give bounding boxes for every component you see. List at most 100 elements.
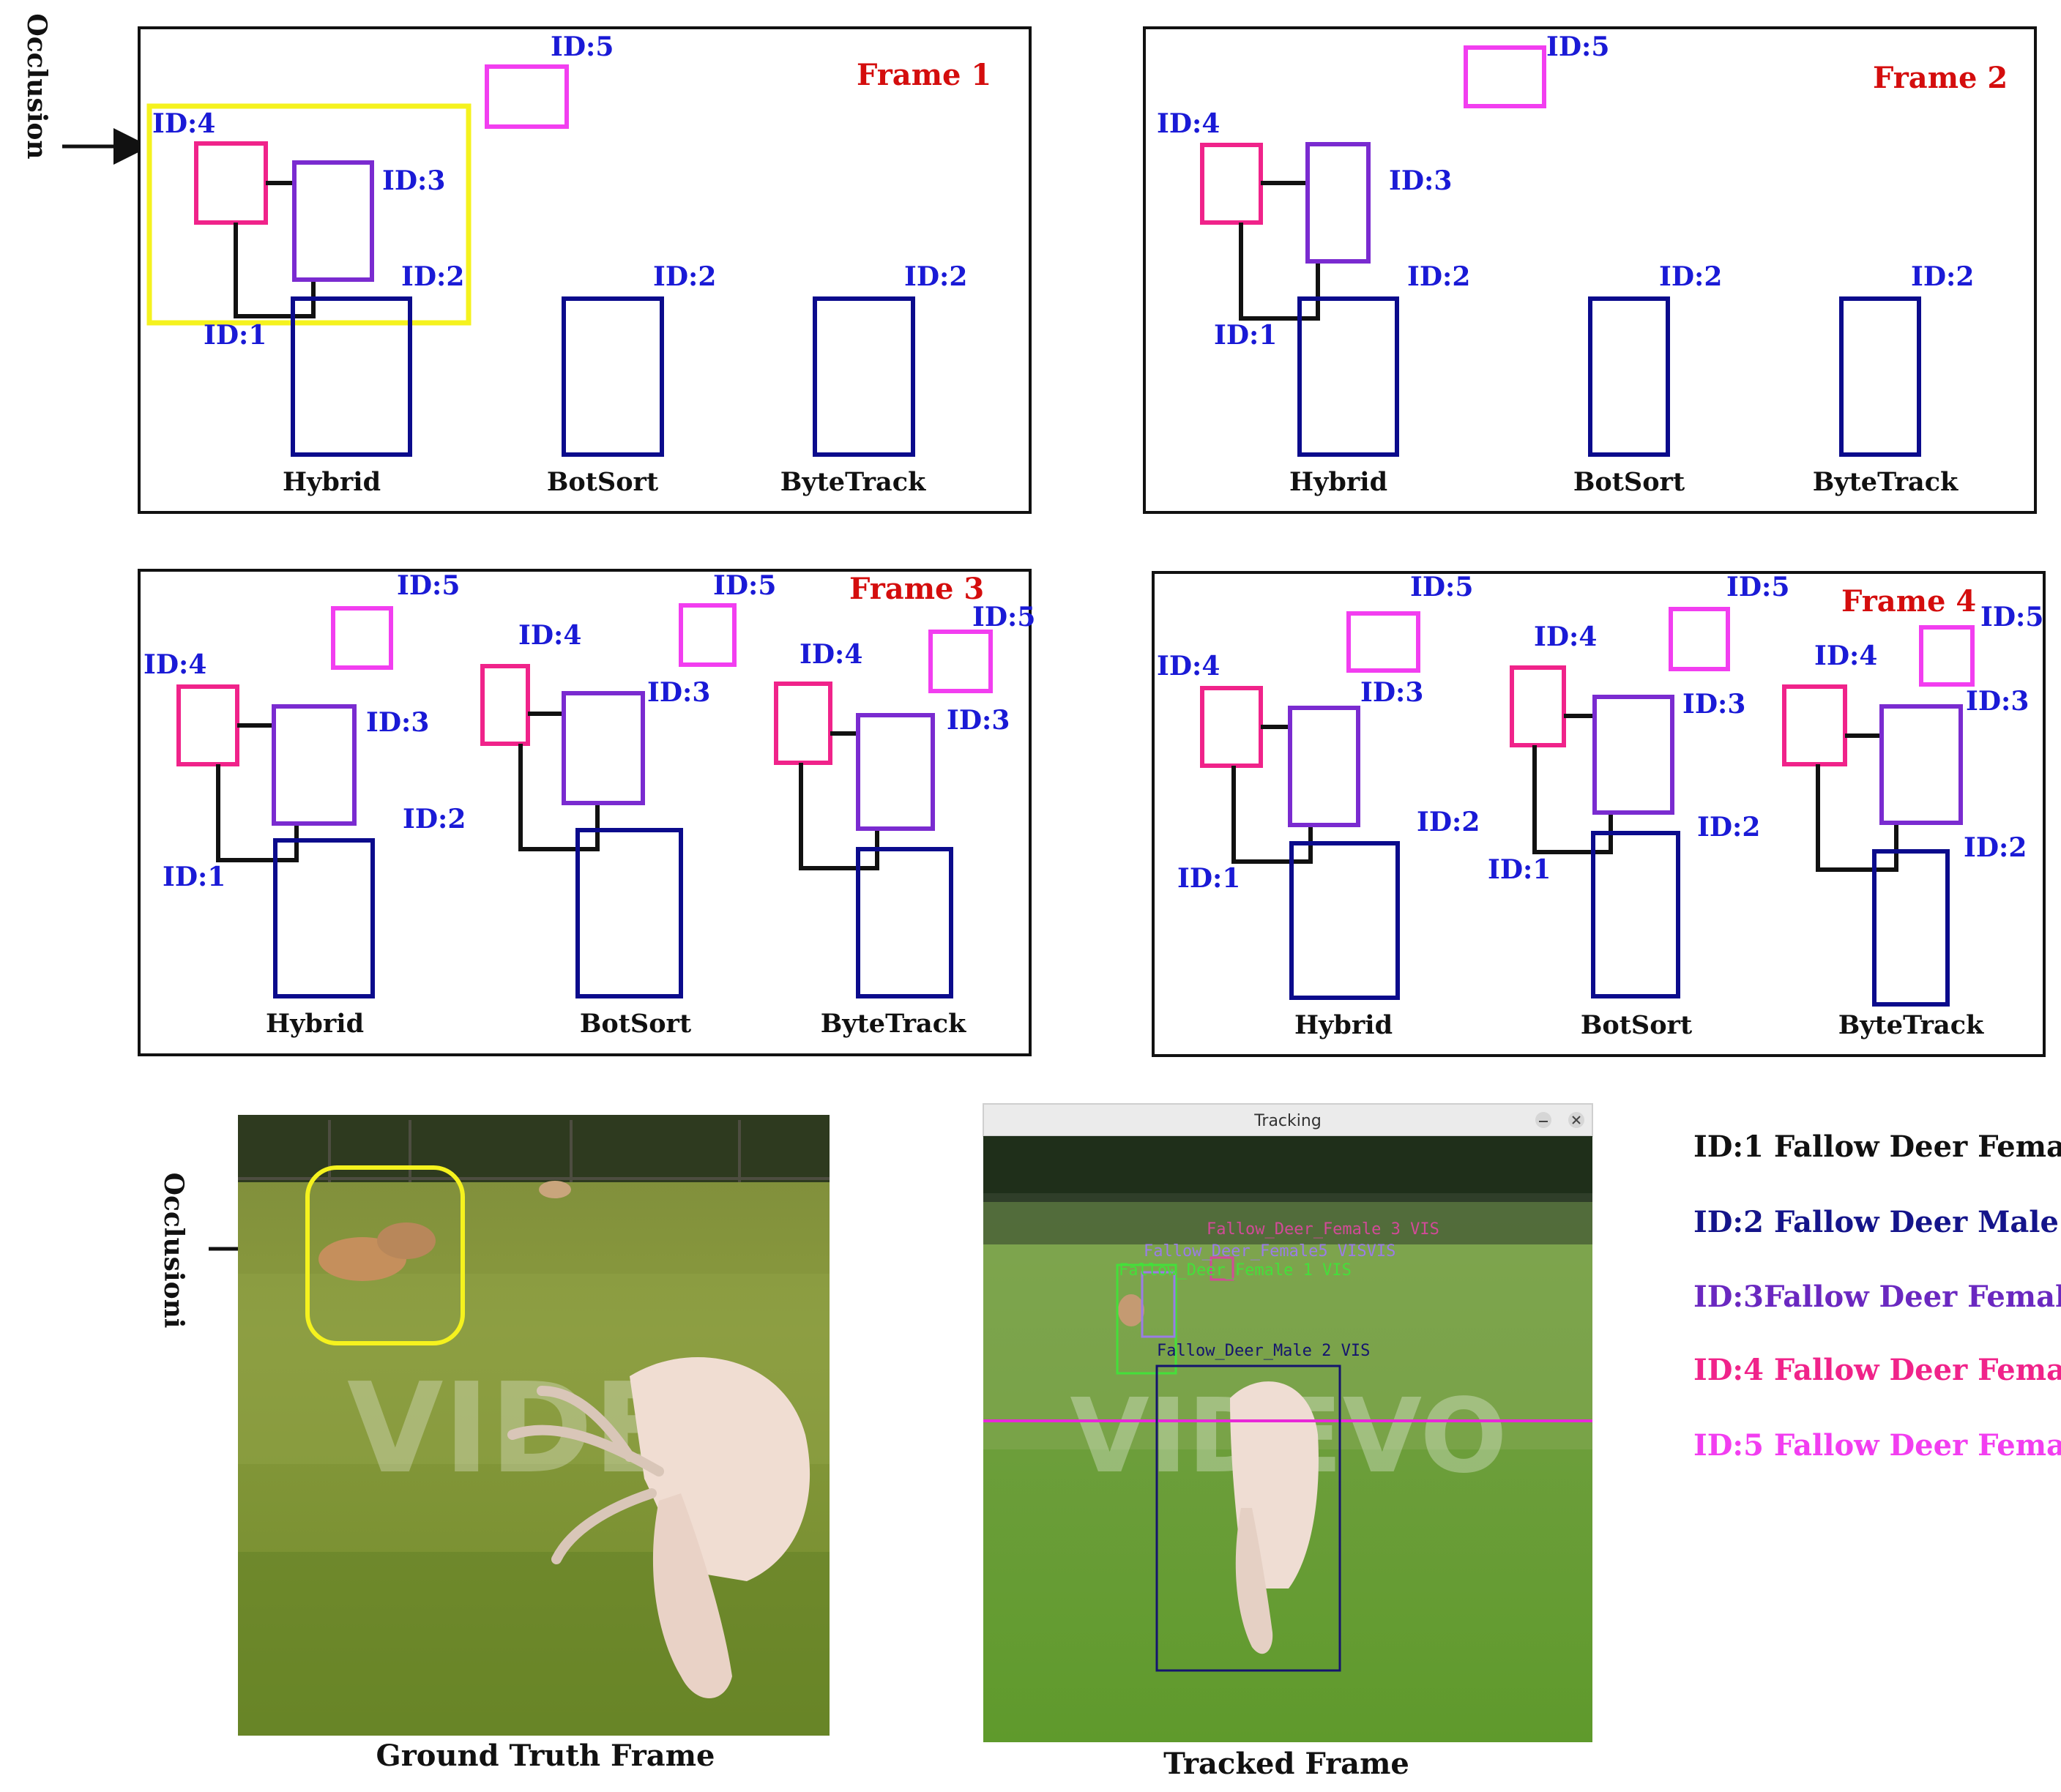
panel-frame-1: Frame 1 ID:5 ID:4 ID:3 ID:2 ID:1 ID:2 ID… (138, 26, 1032, 514)
id-label: ID:3 (382, 165, 445, 196)
tracker-name: BotSort (580, 1009, 691, 1039)
window-title: Tracking (1253, 1112, 1322, 1130)
id-label: ID:3 (366, 707, 429, 738)
id2-box (1839, 296, 1921, 457)
tracker-name: BotSort (1573, 467, 1685, 497)
id2-box (1591, 831, 1680, 998)
grass-fore (238, 1552, 830, 1736)
id-label: ID:4 (1157, 651, 1220, 682)
track-label: Fallow_Deer_Female 3 VIS (1207, 1220, 1439, 1239)
occlusion-label-photo: Occlusioni (158, 1173, 189, 1329)
id3-box (1879, 704, 1963, 825)
id-label: ID:4 (518, 620, 581, 651)
id-label: ID:5 (1980, 602, 2043, 632)
tracker-name: BotSort (547, 467, 658, 497)
tracked-caption: Tracked Frame (1163, 1747, 1409, 1781)
tracker-name: Hybrid (1294, 1010, 1393, 1040)
id-label: ID:1 (163, 862, 226, 892)
frame-title: Frame 2 (1873, 61, 2008, 95)
id-label: ID:4 (144, 649, 206, 680)
id5-box (1464, 45, 1546, 108)
id2-box (1872, 849, 1950, 1007)
id5-box (1669, 607, 1730, 671)
id2-box (575, 828, 683, 998)
tracker-name: Hybrid (266, 1009, 364, 1039)
id-label: ID:3 (1966, 686, 2029, 717)
tracker-name: ByteTrack (821, 1009, 966, 1039)
id3-box (1305, 142, 1371, 264)
foreground-stag (507, 1357, 810, 1698)
id3-box (1592, 695, 1674, 815)
close-button[interactable] (1568, 1112, 1584, 1128)
id3-box (1288, 706, 1360, 827)
id-label: ID:1 (204, 320, 267, 351)
occlusion-box (146, 103, 472, 326)
id1-link (518, 744, 600, 851)
legend-item-id3: ID:3Fallow Deer Female (1693, 1280, 2061, 1314)
id-label: ID:2 (401, 261, 464, 292)
id-label: ID:2 (904, 261, 967, 292)
tracking-window: Tracking VIDEVO Fallow_Deer_Female 3 VIS… (983, 1103, 1593, 1742)
id2-box (856, 847, 953, 998)
minimize-icon[interactable] (1535, 1112, 1551, 1128)
id-label: ID:4 (152, 108, 215, 139)
id-label: ID:4 (1534, 621, 1597, 652)
id4-box (1510, 665, 1566, 747)
id2-box (1289, 841, 1400, 1000)
track-label: Fallow_Deer_Female5 VISVIS (1144, 1242, 1395, 1261)
panel-frame-3: Frame 3 ID:5 ID:4 ID:3 ID:2 ID:1 ID:5 ID… (138, 569, 1035, 1056)
id-label: ID:5 (551, 31, 614, 62)
id2-box (562, 296, 664, 457)
id-label: ID:3 (647, 677, 710, 708)
id-label: ID:3 (1682, 689, 1745, 720)
id-label: ID:2 (1697, 812, 1760, 843)
legend-item-id4: ID:4 Fallow Deer Female (1693, 1353, 2061, 1387)
id3-box (272, 704, 357, 826)
panel-frame-2: Frame 2 ID:5 ID:4 ID:3 ID:2 ID:1 ID:2 ID… (1143, 26, 2037, 514)
id3-box (856, 713, 935, 831)
legend-item-id5: ID:5 Fallow Deer Female (1693, 1428, 2061, 1463)
id-label: ID:5 (713, 570, 776, 601)
id2-box (1297, 296, 1399, 457)
tracker-name: Hybrid (1289, 467, 1387, 497)
id-label: ID:5 (972, 602, 1035, 632)
id5-box (928, 630, 993, 693)
tracker-name: ByteTrack (1813, 467, 1958, 497)
id-label: ID:5 (1546, 31, 1609, 62)
id5-box (679, 603, 737, 667)
distant-deer (539, 1181, 571, 1198)
video-stag (1230, 1381, 1319, 1654)
video-fence (983, 1193, 1592, 1244)
watermark: VIDE (347, 1356, 678, 1501)
video-treeline (983, 1136, 1592, 1202)
tracker-name: ByteTrack (780, 467, 926, 497)
occlusion-highlight (305, 1165, 465, 1345)
frame-title: Frame 4 (1841, 584, 1976, 619)
id-label: ID:5 (1410, 572, 1473, 602)
id-label: ID:3 (1389, 165, 1452, 196)
legend: ID:1 Fallow Deer Female ID:2 Fallow Deer… (1693, 1130, 2061, 1463)
id3-box (292, 160, 374, 282)
id1-link (1239, 223, 1320, 321)
id-label: ID:2 (403, 804, 466, 835)
id-label: ID:3 (1360, 677, 1423, 708)
legend-item-id1: ID:1 Fallow Deer Female (1693, 1130, 2061, 1164)
id5-box (1346, 611, 1420, 673)
id2-box (1588, 296, 1670, 457)
id-label: ID:2 (1417, 807, 1480, 837)
track-label: Fallow_Deer_Male 2 VIS (1157, 1342, 1370, 1360)
id3-box (562, 691, 645, 805)
id2-box (291, 296, 412, 457)
id-label: ID:4 (800, 639, 862, 670)
frame-title: Frame 3 (849, 572, 984, 606)
video-deer-small (1118, 1294, 1144, 1326)
track-label: Fallow_Deer_Female 1 VIS (1119, 1261, 1352, 1280)
id5-box (1919, 625, 1975, 687)
minimize-button[interactable] (1535, 1112, 1551, 1128)
panel-border (138, 26, 1032, 514)
tracker-name: BotSort (1581, 1010, 1692, 1040)
occluded-deer (377, 1222, 436, 1259)
id-label: ID:2 (1964, 832, 2027, 863)
track-box-id3 (1210, 1256, 1234, 1281)
